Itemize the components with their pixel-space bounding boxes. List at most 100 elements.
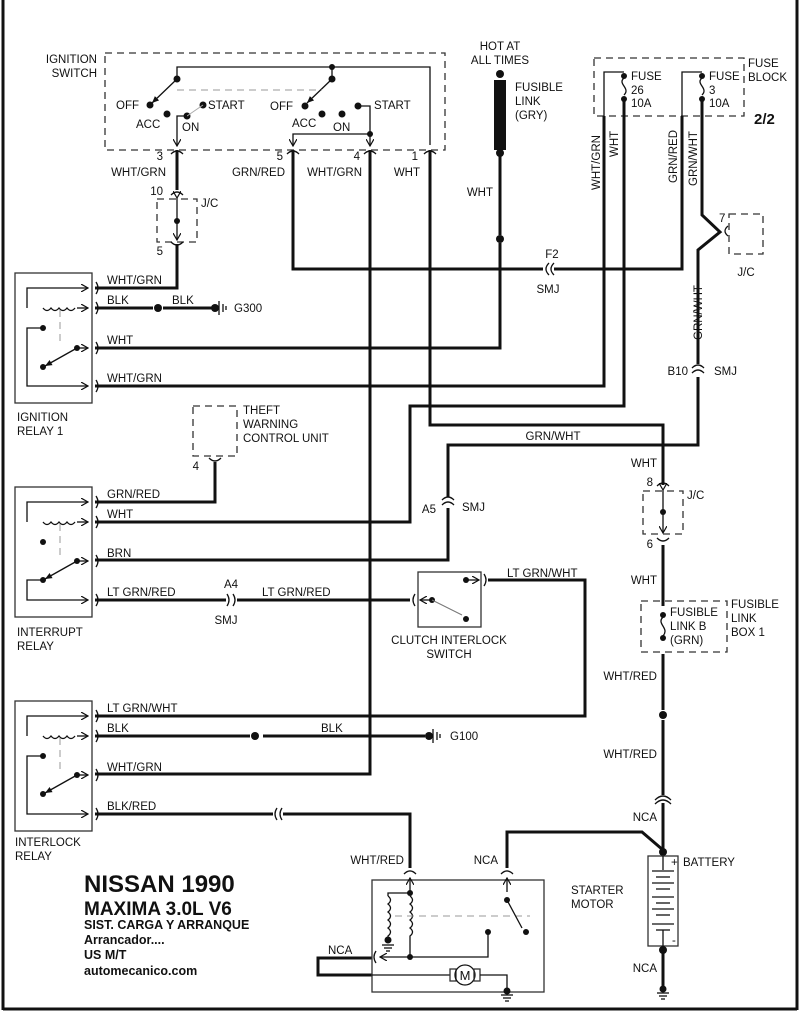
title-model: MAXIMA 3.0L V6 (84, 899, 232, 920)
wire-label-nca-starter: NCA (474, 855, 499, 867)
starter-motor-label-2: MOTOR (571, 899, 614, 911)
wire-label-wht-fuse: WHT (609, 131, 621, 157)
starter-motor-label: STARTER (571, 885, 624, 897)
fuse-3-rating: 10A (709, 98, 730, 110)
ignition-switch: IGNITION SWITCH OFF ACC ON START OFF ACC… (46, 52, 446, 179)
jc-right-label: J/C (737, 267, 754, 279)
wire-label-nca-ground: NCA (633, 963, 658, 975)
connector-f2: F2 SMJ (537, 249, 560, 296)
wire-label-wht-grn-3: WHT/GRN (111, 167, 166, 179)
fuse-3-label: FUSE (709, 71, 740, 83)
interlock-relay-label: INTERLOCK (15, 837, 81, 849)
wire-label-wht-red-2: WHT/RED (603, 749, 657, 761)
switch2-pos-on: ON (333, 122, 350, 134)
switch2-pos-acc: ACC (292, 118, 316, 130)
ign-relay-ground-wire: BLK (172, 295, 194, 307)
theft-unit-pin: 4 (193, 461, 200, 473)
ign-relay-wire-2: BLK (107, 295, 129, 307)
page-frame (1, 0, 799, 1011)
jc-lower-pin-in: 8 (647, 477, 653, 489)
fusible-link-b-label-2: LINK B (670, 621, 707, 633)
sheet-number: 2/2 (754, 111, 775, 128)
pin-3: 3 (157, 151, 163, 163)
theft-warning-control-unit: 4 THEFT WARNING CONTROL UNIT (192, 405, 329, 473)
wire-label-wht-grn-fuse: WHT/GRN (591, 135, 603, 190)
hot-label: HOT AT (480, 41, 520, 53)
fusible-link-box-label-2: LINK (731, 613, 757, 625)
battery: + - BATTERY NCA (633, 848, 735, 1000)
fuse-26-rating: 10A (631, 98, 652, 110)
clutch-switch-label-2: SWITCH (426, 649, 471, 661)
fuse-26-number: 26 (631, 85, 644, 97)
connector-b10: GRN/WHT B10 SMJ GRN/WHT (526, 285, 737, 443)
theft-unit-label-3: CONTROL UNIT (243, 433, 329, 445)
ground-g100: G100 (450, 731, 478, 743)
pin-5: 5 (277, 151, 283, 163)
fusible-link-gry: HOT AT ALL TIMES FUSIBLE LINK (GRY) WHT (467, 41, 563, 243)
jc-right-pin: 7 (719, 213, 725, 225)
ign-relay-label-2: RELAY 1 (17, 426, 63, 438)
battery-minus: - (672, 935, 676, 947)
title-website: automecanico.com (84, 964, 197, 978)
wire-label-grn-wht-vertical: GRN/WHT (693, 285, 705, 340)
interrupt-relay-wire-3: BRN (107, 548, 131, 560)
jc-top-label: J/C (201, 198, 218, 210)
fusible-link-box-1: FUSIBLE LINK B (GRN) FUSIBLE LINK BOX 1 … (603, 599, 779, 824)
junction-connector-lower: WHT 8 6 J/C WHT (631, 458, 704, 587)
fusible-link-b-label: FUSIBLE (670, 607, 718, 619)
junction-connector-right: 7 J/C (719, 213, 764, 279)
theft-unit-label-2: WARNING (243, 419, 298, 431)
wire-label-lt-grn-red-2: LT GRN/RED (262, 587, 331, 599)
ignition-relay-1: WHT/GRN BLK WHT WHT/GRN BLK G300 IGNITIO… (14, 272, 262, 438)
ign-relay-wire-1: WHT/GRN (107, 275, 162, 287)
wire-label-lt-grn-wht-clutch: LT GRN/WHT (507, 568, 578, 580)
battery-label: BATTERY (683, 857, 735, 869)
motor-symbol: M (460, 968, 471, 983)
interrupt-relay-label-2: RELAY (17, 641, 54, 653)
connector-f2-type: SMJ (537, 284, 560, 296)
theft-unit-label: THEFT (243, 405, 280, 417)
interlock-relay: LT GRN/WHT BLK WHT/GRN BLK/RED BLK G100 … (14, 700, 478, 863)
fusible-link-box-label: FUSIBLE (731, 599, 779, 611)
fuse-block-label-2: BLOCK (748, 72, 787, 84)
title-subsystem: Arrancador.... (84, 933, 165, 947)
connector-b10-type: SMJ (714, 366, 737, 378)
wire-label-wht-red-1: WHT/RED (603, 671, 657, 683)
switch-pos-on: ON (182, 122, 199, 134)
connector-a5: A5 SMJ (422, 496, 485, 516)
title-block: NISSAN 1990 MAXIMA 3.0L V6 SIST. CARGA Y… (84, 871, 249, 978)
clutch-switch-label: CLUTCH INTERLOCK (391, 635, 507, 647)
switch-pos-off: OFF (116, 100, 139, 112)
interlock-relay-wire-1: LT GRN/WHT (107, 703, 178, 715)
fuse-3-number: 3 (709, 85, 715, 97)
ign-relay-wire-4: WHT/GRN (107, 373, 162, 385)
fusible-link-label-3: (GRY) (515, 110, 548, 122)
wire-label-grn-red-5: GRN/RED (232, 167, 285, 179)
fusible-link-label-2: LINK (515, 96, 541, 108)
wire-label-nca-side: NCA (328, 945, 353, 957)
fuse-block-label: FUSE (748, 58, 779, 70)
wire-label-nca-battery: NCA (633, 812, 658, 824)
fusible-link-box-label-3: BOX 1 (731, 627, 765, 639)
fuse-26-label: FUSE (631, 71, 662, 83)
switch2-pos-off: OFF (270, 101, 293, 113)
ignition-switch-label-2: SWITCH (52, 68, 97, 80)
ign-relay-wire-3: WHT (107, 335, 133, 347)
interrupt-relay-wire-4: LT GRN/RED (107, 587, 176, 599)
fusible-link-label: FUSIBLE (515, 82, 563, 94)
ignition-switch-label: IGNITION (46, 54, 97, 66)
title-system: SIST. CARGA Y ARRANQUE (84, 918, 249, 932)
interrupt-relay-label: INTERRUPT (17, 627, 83, 639)
interrupt-relay-wire-2: WHT (107, 509, 133, 521)
connector-a4-type: SMJ (215, 615, 238, 627)
ign-relay-label: IGNITION (17, 412, 68, 424)
wire-label-wht-hot: WHT (467, 187, 493, 199)
fuse-block: FUSE BLOCK 2/2 FUSE 26 10A FUSE 3 10A WH… (591, 57, 787, 190)
wire-label-grn-red-fuse: GRN/RED (668, 130, 680, 183)
interlock-relay-wire-2: BLK (107, 723, 129, 735)
junction-connector-top: 10 5 J/C (150, 186, 218, 258)
connector-a5-type: SMJ (462, 502, 485, 514)
connector-a5-id: A5 (422, 504, 436, 516)
switch2-pos-start: START (374, 100, 411, 112)
